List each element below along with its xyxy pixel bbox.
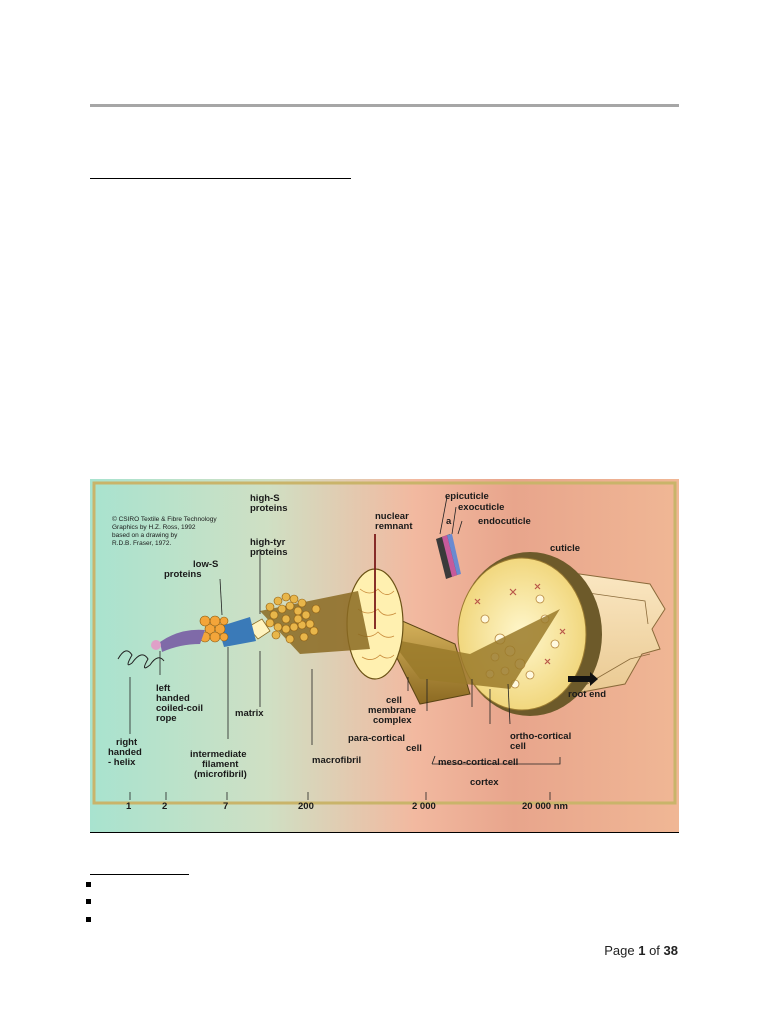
- bullet-marker: [86, 899, 91, 904]
- label-nuclear-remnant: nuclear: [375, 511, 409, 522]
- page-of: of: [645, 943, 664, 958]
- label-high-s: proteins: [250, 503, 287, 514]
- intermediate-filament: [199, 615, 229, 643]
- label-root-end: root end: [568, 689, 606, 700]
- label-right-handed: handed: [108, 747, 142, 758]
- label-high-tyr: high-tyr: [250, 537, 286, 548]
- credit-line: Graphics by H.Z. Ross, 1992: [112, 524, 196, 531]
- scale-tick-label: 2: [162, 801, 167, 812]
- macrofibril-bundle: [265, 592, 321, 644]
- label-left-handed: handed: [156, 693, 190, 704]
- label-left-handed: left: [156, 683, 171, 694]
- label-low-s: low-S: [193, 559, 218, 570]
- label-cell-membrane: membrane: [368, 705, 416, 716]
- figure-bottom-rule: [90, 832, 679, 833]
- heading-underline: [90, 178, 351, 179]
- wool-fibre-structure-figure: © CSIRO Textile & Fibre Technology Graph…: [90, 479, 679, 832]
- label-intermediate-filament: intermediate: [190, 749, 247, 760]
- page-prefix: Page: [604, 943, 639, 958]
- label-right-handed: - helix: [108, 757, 136, 768]
- credit-line: © CSIRO Textile & Fibre Technology: [112, 515, 217, 523]
- label-cell-membrane: cell: [386, 695, 402, 706]
- bullet-marker: [86, 917, 91, 922]
- label-cell-membrane: complex: [373, 715, 412, 726]
- credit-line: based on a drawing by: [112, 532, 178, 539]
- label-cortex: cortex: [470, 777, 499, 788]
- header-rule: [90, 104, 679, 107]
- label-cuticle: cuticle: [550, 543, 580, 554]
- label-nuclear-remnant: remnant: [375, 521, 413, 532]
- scale-tick-label: 20 000 nm: [522, 801, 568, 812]
- bullet-marker: [86, 882, 91, 887]
- page-number: Page 1 of 38: [604, 943, 678, 958]
- label-para-cortical: cell: [406, 743, 422, 754]
- label-low-s: proteins: [164, 569, 201, 580]
- label-right-handed: right: [116, 737, 138, 748]
- label-para-cortical: para-cortical: [348, 733, 405, 744]
- label-epicuticle: epicuticle: [445, 491, 489, 502]
- credit-line: R.D.B. Fraser, 1972.: [112, 540, 171, 547]
- label-intermediate-filament: filament: [202, 759, 239, 770]
- label-exocuticle: exocuticle: [458, 502, 504, 513]
- page-total: 38: [663, 943, 678, 958]
- label-a: a: [446, 516, 452, 527]
- label-intermediate-filament: (microfibril): [194, 769, 247, 780]
- figure-credit: © CSIRO Textile & Fibre Technology Graph…: [112, 515, 217, 547]
- scale-axis: 1 2 7 200 2 000 20 000 nm: [126, 801, 568, 812]
- scale-tick-label: 1: [126, 801, 132, 812]
- label-ortho-cortical: ortho-cortical: [510, 731, 571, 742]
- label-left-handed: rope: [156, 713, 177, 724]
- scale-tick-label: 7: [223, 801, 228, 812]
- label-matrix: matrix: [235, 708, 264, 719]
- label-high-s: high-S: [250, 493, 280, 504]
- label-endocuticle: endocuticle: [478, 516, 531, 527]
- scale-tick-label: 200: [298, 801, 314, 812]
- label-meso-cortical: meso-cortical cell: [438, 757, 518, 768]
- page-current: 1: [638, 943, 646, 958]
- label-macrofibril: macrofibril: [312, 755, 361, 766]
- label-high-tyr: proteins: [250, 547, 287, 558]
- label-ortho-cortical: cell: [510, 741, 526, 752]
- scale-tick-label: 2 000: [412, 801, 436, 812]
- subheading-underline: [90, 874, 189, 875]
- label-left-handed: coiled-coil: [156, 703, 203, 714]
